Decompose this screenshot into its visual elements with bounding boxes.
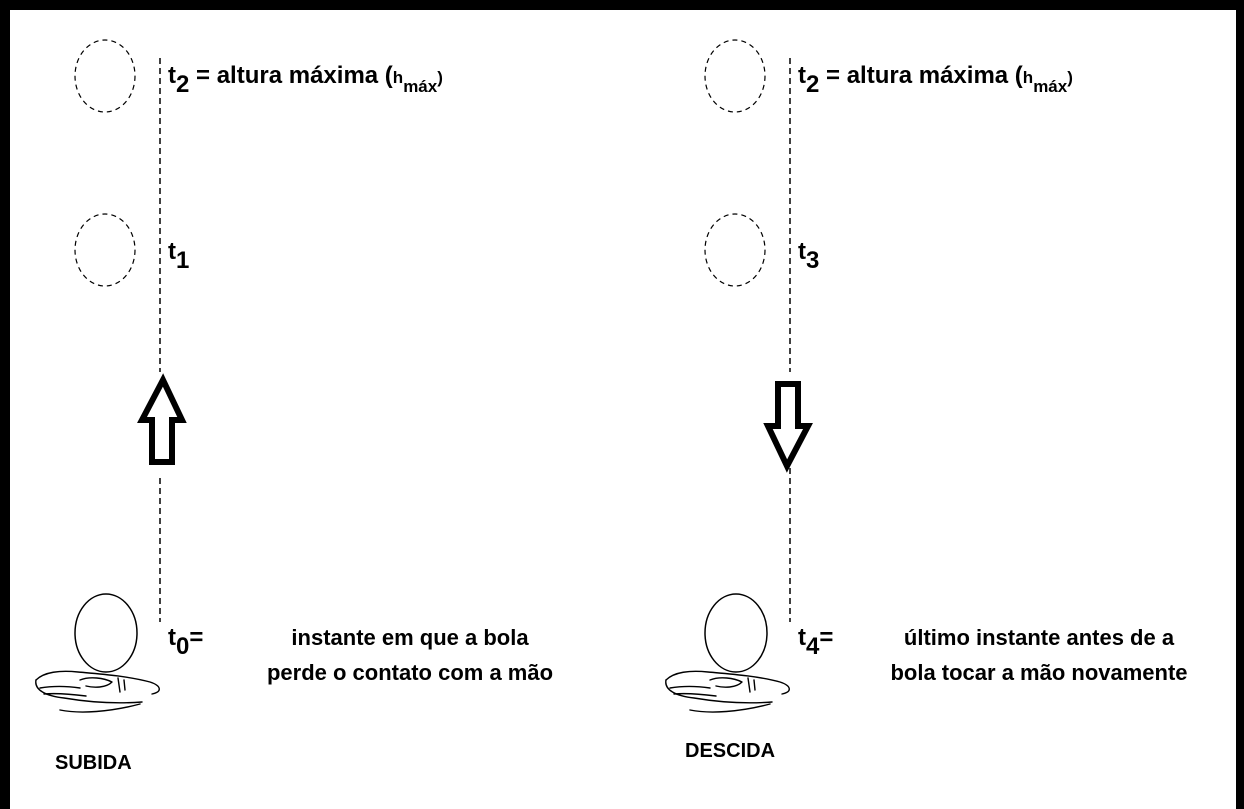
subida-t2-text: = altura máxima ( [189,62,393,89]
descida-t3-label: t3 [798,238,819,273]
descida-t3-sub: 3 [806,247,820,274]
descida-t2-label: t2 = altura máxima (hmáx) [798,62,1073,97]
descida-t2-hsub: máx [1033,77,1068,96]
descida-ball-t3 [704,213,766,287]
subida-t2-h: h [392,68,404,87]
descida-phase-label: DESCIDA [685,740,776,762]
subida-t0-eq: = [189,624,204,651]
descida-t4-label: t4= [798,624,834,659]
descida-t4-t: t [798,624,806,651]
subida-t2-hsub: máx [403,77,438,96]
subida-up-arrow [137,373,187,465]
subida-panel [35,39,187,713]
descida-desc-line1: último instante antes de a [903,625,1175,650]
descida-t2-sub: 2 [806,71,820,98]
subida-desc-line1: instante em que a bola [291,625,529,650]
subida-t2-label: t2 = altura máxima (hmáx) [168,62,443,97]
subida-t2-sub: 2 [176,71,190,98]
descida-ball-t2 [704,39,766,113]
subida-t1-sub: 1 [176,247,190,274]
descida-t2-close: ) [1067,68,1073,87]
subida-t2-t: t [168,62,176,89]
subida-description: instante em que a bola perde o contato c… [225,620,595,690]
descida-t3-t: t [798,238,806,265]
descida-panel [665,39,813,713]
descida-t2-t: t [798,62,806,89]
subida-t0-label: t0= [168,624,204,659]
descida-t4-sub: 4 [806,633,820,660]
descida-description: último instante antes de a bola tocar a … [848,620,1230,690]
subida-t1-t: t [168,238,176,265]
descida-hand-icon [665,670,790,713]
descida-t2-h: h [1022,68,1034,87]
subida-desc-line2: perde o contato com a mão [266,660,554,685]
descida-ball-t4 [704,593,768,673]
descida-down-arrow [763,381,813,473]
subida-ball-t2 [74,39,136,113]
subida-t0-t: t [168,624,176,651]
descida-desc-line2: bola tocar a mão novamente [890,660,1188,685]
subida-t0-sub: 0 [176,633,190,660]
subida-ball-t1 [74,213,136,287]
subida-hand-icon [35,670,160,713]
subida-t1-label: t1 [168,238,189,273]
subida-phase-label: SUBIDA [55,752,132,774]
subida-ball-t0 [74,593,138,673]
descida-t2-text: = altura máxima ( [819,62,1023,89]
descida-t4-eq: = [819,624,834,651]
subida-t2-close: ) [437,68,443,87]
